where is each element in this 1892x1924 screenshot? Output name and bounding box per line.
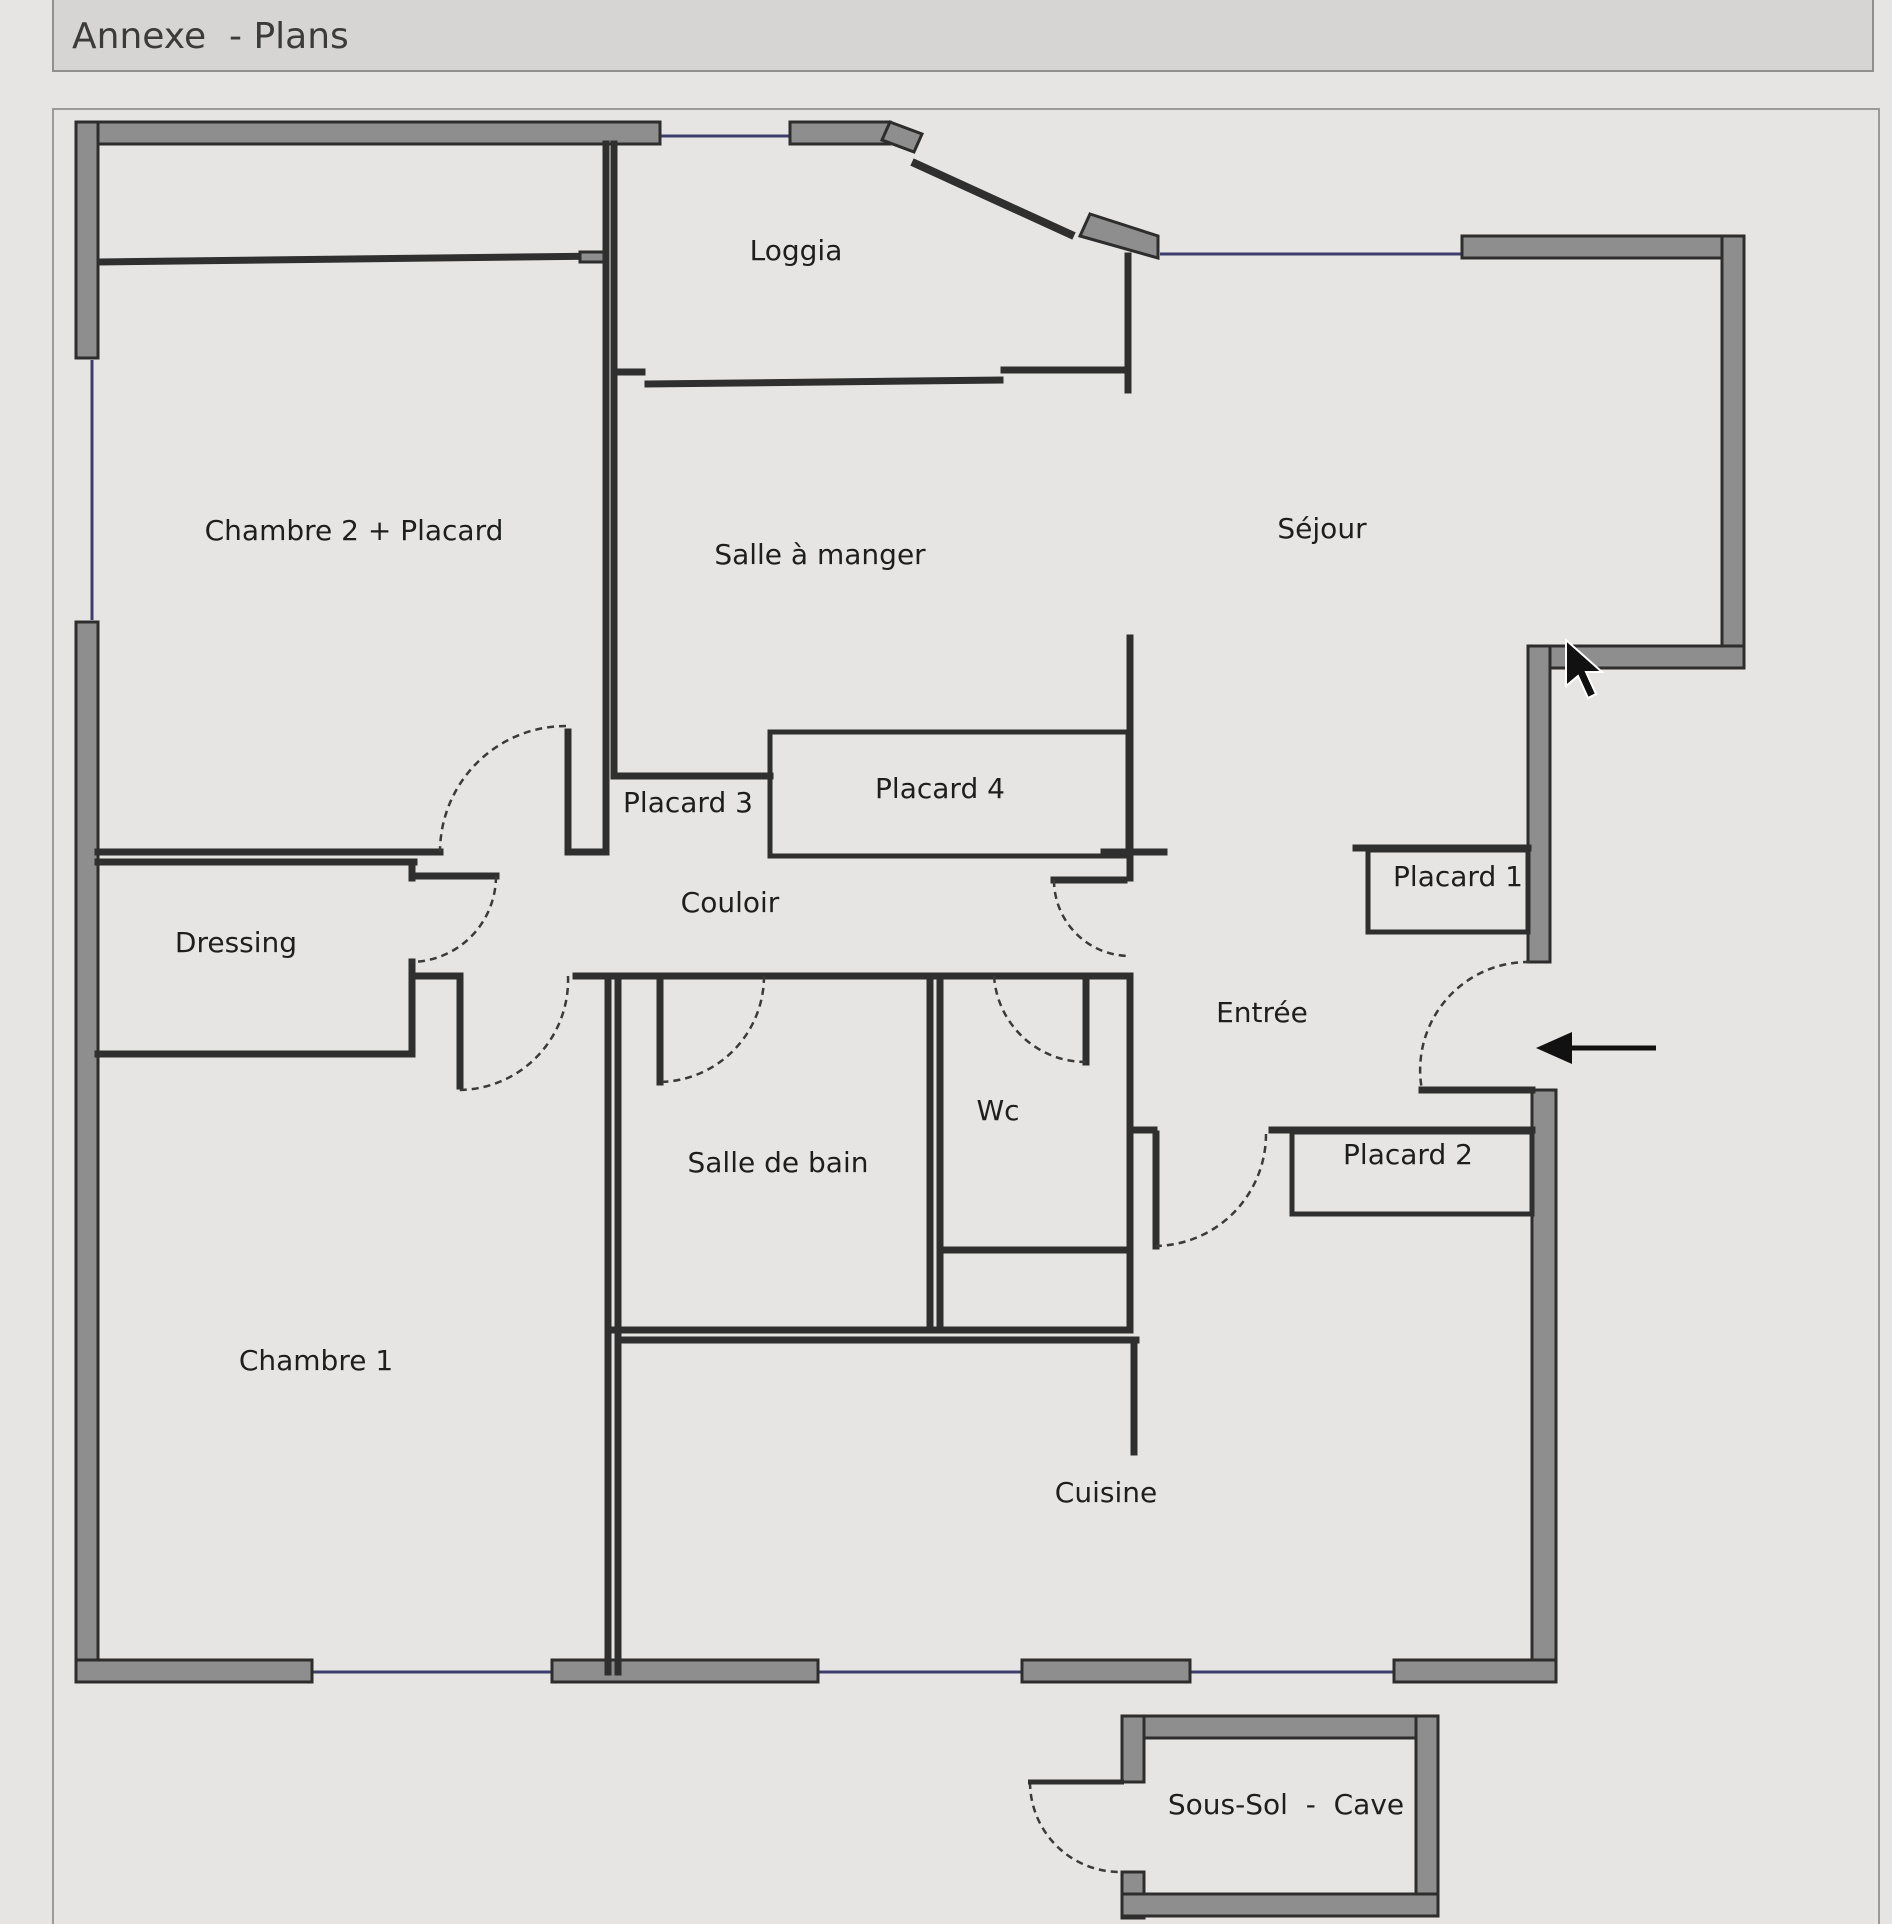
doors — [411, 724, 1531, 1874]
room-label-chambre-1: Chambre 1 — [239, 1344, 393, 1377]
entrance-arrow-icon — [1536, 1032, 1656, 1064]
room-label-cuisine: Cuisine — [1055, 1476, 1157, 1509]
room-label-dressing: Dressing — [175, 926, 297, 959]
room-label-entree: Entrée — [1216, 996, 1308, 1029]
room-label-salle-a-manger: Salle à manger — [714, 538, 926, 571]
room-label-placard-3: Placard 3 — [623, 786, 753, 819]
room-label-placard-2: Placard 2 — [1343, 1138, 1473, 1171]
room-label-sejour: Séjour — [1277, 512, 1367, 545]
room-label-cave: Sous-Sol - Cave — [1168, 1788, 1404, 1821]
room-label-loggia: Loggia — [750, 234, 843, 267]
page-title: Annexe - Plans — [72, 16, 349, 57]
windows — [90, 134, 1462, 1674]
room-label-wc: Wc — [976, 1094, 1019, 1127]
room-label-salle-de-bain: Salle de bain — [688, 1146, 869, 1179]
interior-walls — [94, 140, 1536, 1676]
room-label-couloir: Couloir — [681, 886, 780, 919]
room-labels: Loggia Chambre 2 + Placard Salle à mange… — [175, 234, 1523, 1821]
room-label-placard-1: Placard 1 — [1393, 860, 1523, 893]
plan-frame — [52, 108, 1880, 1924]
mouse-cursor-icon — [1565, 637, 1605, 700]
title-bar: Annexe - Plans — [52, 0, 1874, 72]
room-label-chambre-2: Chambre 2 + Placard — [205, 514, 504, 547]
exterior-walls — [74, 120, 1746, 1920]
room-label-placard-4: Placard 4 — [875, 772, 1005, 805]
